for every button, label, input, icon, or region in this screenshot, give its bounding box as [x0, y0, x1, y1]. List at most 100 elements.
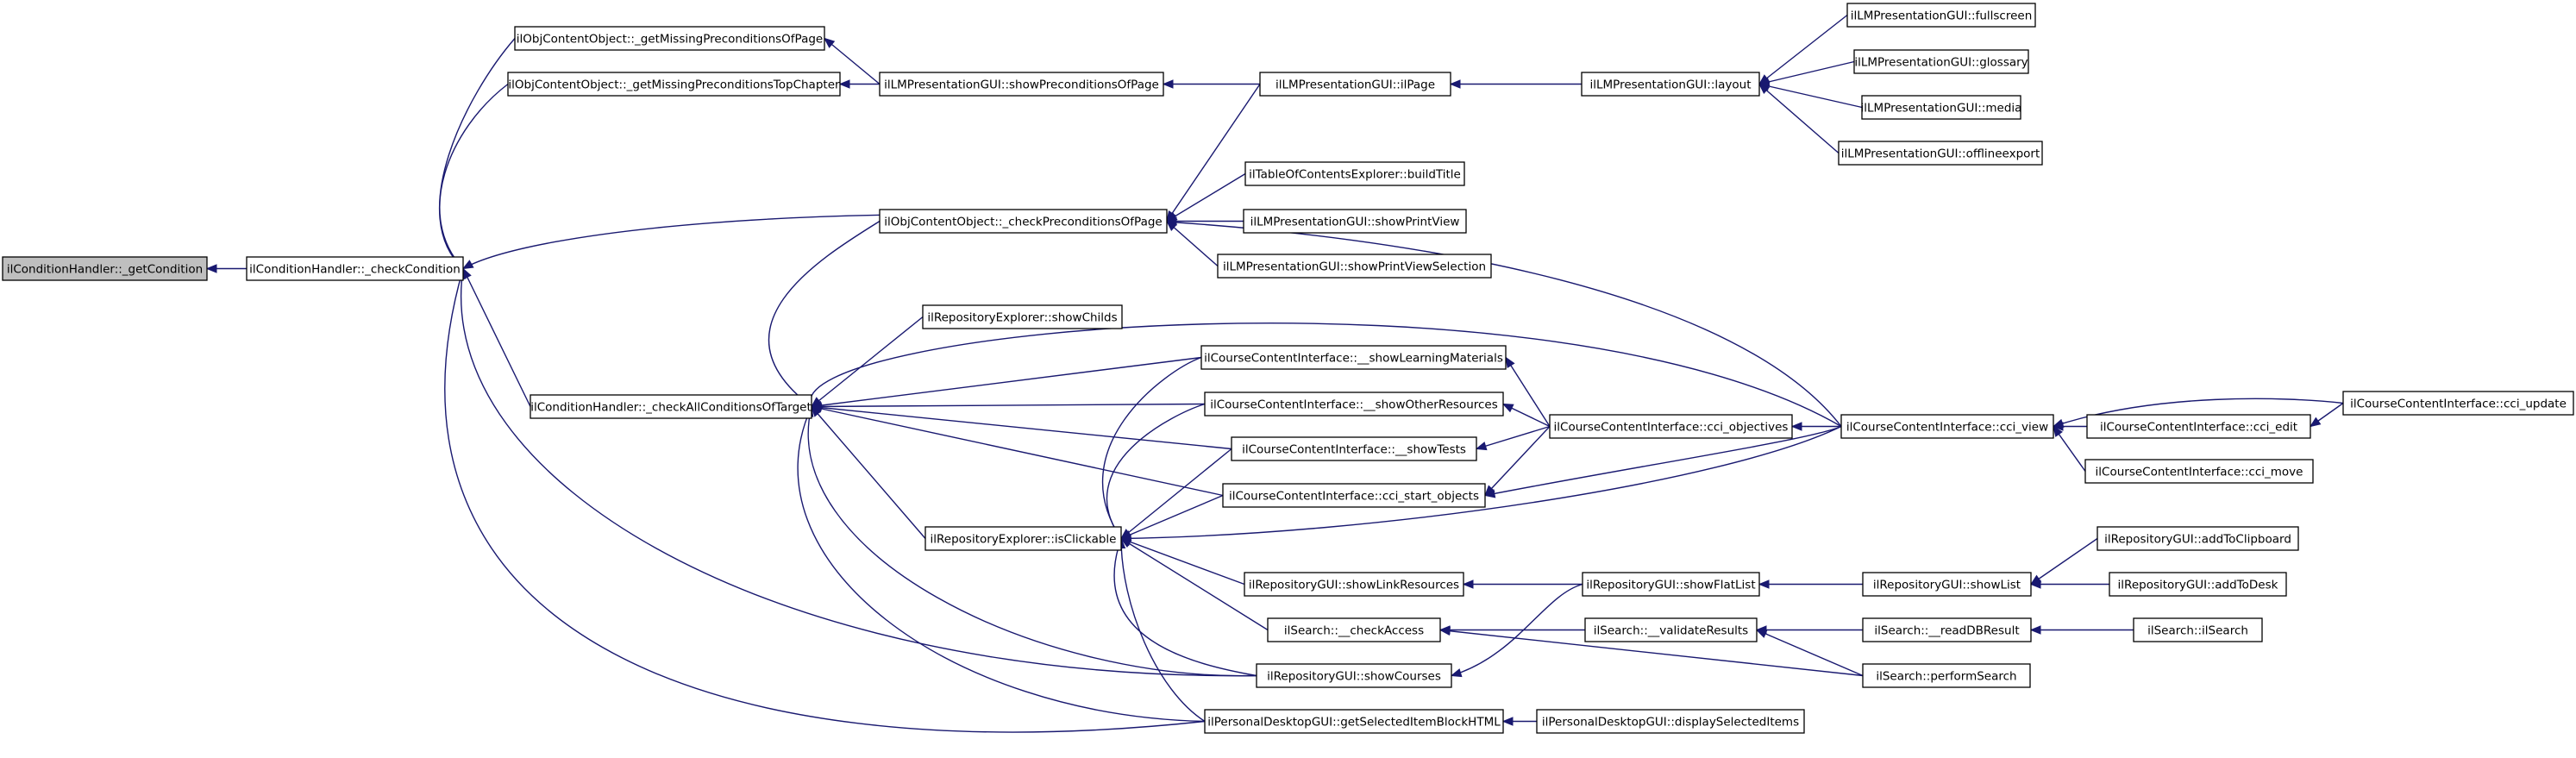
arrowhead-icon	[1483, 489, 1496, 498]
node-box	[514, 26, 825, 51]
node-box	[1256, 663, 1452, 688]
edge-n_repGuiShowCourses-n_repGuiShowFlatList	[1451, 583, 1583, 677]
edge-n_checkPrecPage-n_lmShowPrintViewSel	[1166, 220, 1219, 267]
node-box	[1243, 209, 1467, 234]
node-box	[1244, 572, 1464, 597]
node-label: ilCourseContentInterface::__showTests	[1242, 443, 1466, 457]
node-lmShowPrintViewSel[interactable]: ilLMPresentationGUI::showPrintViewSelect…	[1217, 254, 1492, 279]
node-lmIlPage[interactable]: ilLMPresentationGUI::ilPage	[1259, 72, 1451, 97]
node-box	[530, 394, 812, 419]
node-cciShowLM[interactable]: ilCourseContentInterface::__showLearning…	[1200, 345, 1507, 370]
arrowhead-icon	[1758, 579, 1770, 589]
node-box	[922, 304, 1123, 329]
arrowhead-icon	[1438, 626, 1451, 636]
edge-n_getMissingPrecPage-n_lmShowPrec	[824, 37, 881, 85]
node-repGuiShowList[interactable]: ilRepositoryGUI::showList	[1862, 572, 2032, 597]
node-box	[2, 256, 208, 281]
node-getCondition[interactable]: ilConditionHandler::_getCondition	[2, 256, 208, 281]
node-box	[1838, 141, 2043, 166]
node-cciShowTests[interactable]: ilCourseContentInterface::__showTests	[1231, 436, 1477, 461]
node-pdGetSelBlock[interactable]: ilPersonalDesktopGUI::getSelectedItemBlo…	[1204, 709, 1504, 734]
node-box	[1244, 161, 1465, 186]
node-repGuiAddDesk[interactable]: ilRepositoryGUI::addToDesk	[2109, 572, 2287, 597]
node-lmGlossary[interactable]: ilLMPresentationGUI::glossary	[1853, 49, 2029, 74]
node-pdDisplaySel[interactable]: ilPersonalDesktopGUI::displaySelectedIte…	[1536, 709, 1805, 734]
edge-n_checkCondition-n_getMissingPrecPage	[439, 38, 516, 270]
node-label: ilRepositoryExplorer::isClickable	[931, 533, 1117, 547]
node-label: ilObjContentObject::_checkPreconditionsO…	[884, 216, 1162, 229]
node-box	[1862, 572, 2032, 597]
node-repExpShowChilds[interactable]: ilRepositoryExplorer::showChilds	[922, 304, 1123, 329]
node-box	[2097, 526, 2299, 551]
edge-n_cciStartObjects-n_cciObjectives	[1484, 426, 1551, 496]
arrowhead-icon	[2309, 417, 2322, 428]
node-label: ilSearch::ilSearch	[2147, 624, 2248, 638]
node-lmMedia[interactable]: ilLMPresentationGUI::media	[1861, 95, 2022, 120]
node-lmFullscreen[interactable]: ilLMPresentationGUI::fullscreen	[1846, 3, 2036, 28]
node-label: ilPersonalDesktopGUI::displaySelectedIte…	[1542, 716, 1799, 730]
node-box	[1222, 483, 1486, 508]
node-repGuiShowFlatList[interactable]: ilRepositoryGUI::showFlatList	[1582, 572, 1760, 597]
node-box	[1204, 709, 1504, 734]
edge-n_lmLayout-n_lmGlossary	[1758, 60, 1855, 85]
node-cciView[interactable]: ilCourseContentInterface::cci_view	[1840, 414, 2054, 439]
edge-n_lmLayout-n_lmFullscreen	[1758, 14, 1848, 85]
node-cciStartObjects[interactable]: ilCourseContentInterface::cci_start_obje…	[1222, 483, 1486, 508]
node-box	[1231, 436, 1477, 461]
edge-n_repExpIsClickable-n_pdGetSelBlock	[1120, 538, 1206, 723]
edge-n_checkAllConditions-n_cciView	[810, 323, 1842, 428]
arrowhead-icon	[1475, 442, 1488, 451]
node-label: ilRepositoryGUI::showFlatList	[1586, 579, 1755, 592]
node-lmShowPrintView[interactable]: ilLMPresentationGUI::showPrintView	[1243, 209, 1467, 234]
node-cciEdit[interactable]: ilCourseContentInterface::cci_edit	[2086, 414, 2311, 439]
node-searchCheckAccess[interactable]: ilSearch::__checkAccess	[1267, 617, 1441, 642]
node-box	[2086, 414, 2311, 439]
node-label: ilLMPresentationGUI::showPrintView	[1250, 216, 1460, 229]
node-lmShowPrec[interactable]: ilLMPresentationGUI::showPreconditionsOf…	[879, 72, 1164, 97]
arrowhead-icon	[838, 79, 850, 89]
node-box	[1581, 72, 1760, 97]
node-box	[2342, 391, 2574, 416]
node-cciShowOther[interactable]: ilCourseContentInterface::__showOtherRes…	[1204, 392, 1504, 417]
node-box	[879, 72, 1164, 97]
node-label: ilSearch::performSearch	[1876, 670, 2016, 684]
node-label: ilSearch::__validateResults	[1594, 624, 1748, 638]
node-checkPrecPage[interactable]: ilObjContentObject::_checkPreconditionsO…	[879, 209, 1168, 234]
edge-n_checkCondition-n_getMissingPrecTopCh	[439, 83, 509, 269]
node-searchIlSearch[interactable]: ilSearch::ilSearch	[2133, 617, 2263, 642]
node-cciUpdate[interactable]: ilCourseContentInterface::cci_update	[2342, 391, 2574, 416]
arrowhead-icon	[1449, 79, 1461, 89]
node-cciMove[interactable]: ilCourseContentInterface::cci_move	[2084, 459, 2314, 484]
node-searchReadDB[interactable]: ilSearch::__readDBResult	[1862, 617, 2032, 642]
node-checkAllConditions[interactable]: ilConditionHandler::_checkAllConditionsO…	[530, 394, 812, 419]
node-searchValidate[interactable]: ilSearch::__validateResults	[1584, 617, 1758, 642]
node-repGuiShowLinkRes[interactable]: ilRepositoryGUI::showLinkResources	[1244, 572, 1464, 597]
arrowhead-icon	[1501, 403, 1514, 413]
node-lmOfflineExport[interactable]: ilLMPresentationGUI::offlineexport	[1838, 141, 2043, 166]
node-repGuiShowCourses[interactable]: ilRepositoryGUI::showCourses	[1256, 663, 1452, 688]
node-searchPerform[interactable]: ilSearch::performSearch	[1862, 663, 2031, 688]
node-label: ilRepositoryGUI::addToDesk	[2118, 579, 2278, 592]
node-cciObjectives[interactable]: ilCourseContentInterface::cci_objectives	[1549, 414, 1793, 439]
node-repGuiAddClipboard[interactable]: ilRepositoryGUI::addToClipboard	[2097, 526, 2299, 551]
node-getMissingPrecPage[interactable]: ilObjContentObject::_getMissingPrecondit…	[514, 26, 825, 51]
edge-n_checkPrecPage-n_tocBuildTitle	[1166, 172, 1246, 222]
arrowhead-icon	[2029, 625, 2041, 635]
node-label: ilObjContentObject::_getMissingPrecondit…	[508, 78, 840, 92]
node-box	[1536, 709, 1805, 734]
edge-n_lmLayout-n_lmMedia	[1758, 83, 1863, 109]
edge-n_checkAllConditions-n_cciShowLM	[811, 356, 1202, 408]
node-box	[1853, 49, 2029, 74]
node-checkCondition[interactable]: ilConditionHandler::_checkCondition	[246, 256, 464, 281]
edge-n_searchCheckAccess-n_searchPerform	[1439, 629, 1864, 677]
edge-n_checkAllConditions-n_repGuiShowCourses	[807, 406, 1257, 677]
node-repExpIsClickable[interactable]: ilRepositoryExplorer::isClickable	[924, 526, 1122, 551]
edge-n_repExpIsClickable-n_cciStartObjects	[1120, 494, 1224, 540]
node-label: ilCourseContentInterface::cci_view	[1846, 421, 2048, 435]
node-box	[2109, 572, 2287, 597]
node-getMissingPrecTopCh[interactable]: ilObjContentObject::_getMissingPrecondit…	[507, 72, 841, 97]
node-tocBuildTitle[interactable]: ilTableOfContentsExplorer::buildTitle	[1244, 161, 1465, 186]
node-label: ilLMPresentationGUI::showPrintViewSelect…	[1223, 260, 1486, 274]
node-lmLayout[interactable]: ilLMPresentationGUI::layout	[1581, 72, 1760, 97]
